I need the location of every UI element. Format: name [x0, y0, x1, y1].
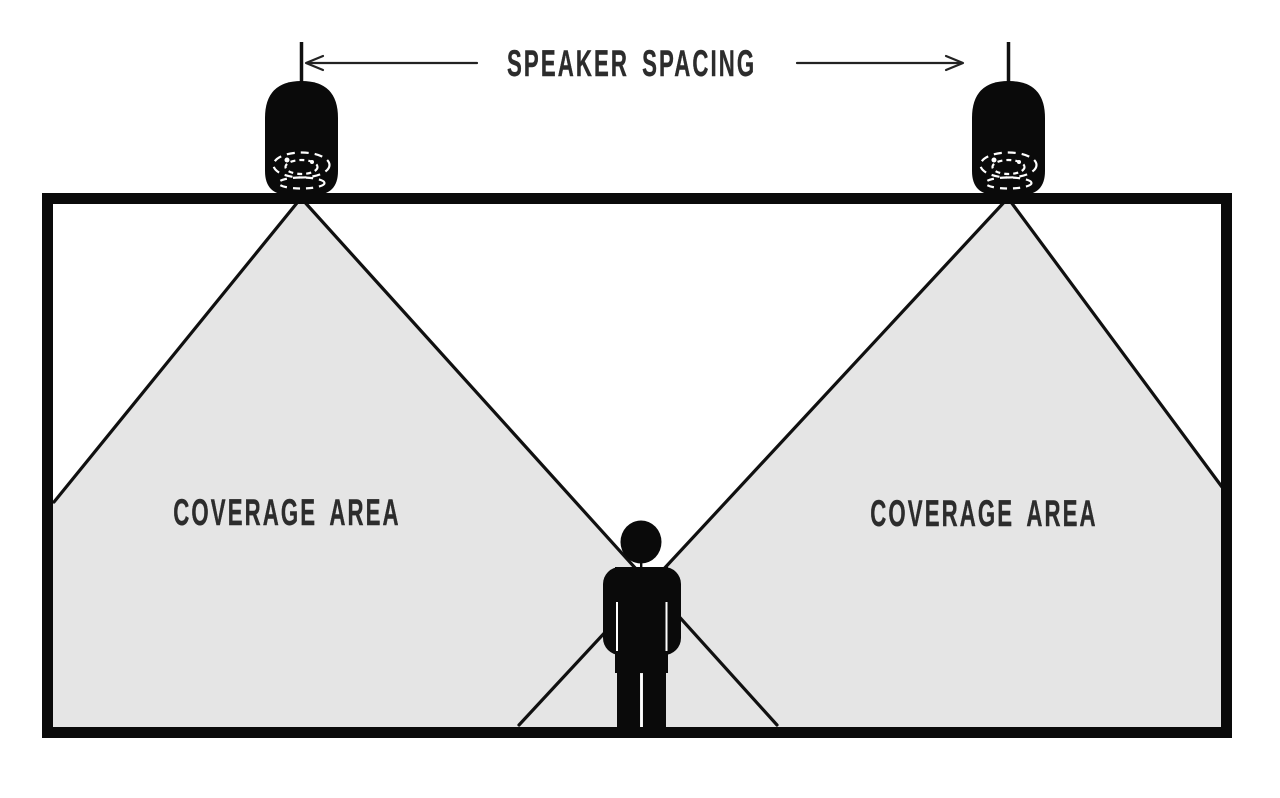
right-speaker-grille: [979, 151, 1038, 190]
left-pendant-speaker-icon: [265, 42, 338, 195]
right-cone-left-edge: [517, 196, 1010, 727]
person-silhouette-icon: [603, 520, 681, 730]
coverage-area-label-right: COVERAGE AREA: [870, 493, 1098, 534]
right-pendant-speaker-icon: [972, 42, 1045, 195]
room-outline: [42, 193, 1232, 738]
left-cone-right-edge: [299, 196, 779, 727]
arrow-left-icon: [304, 54, 479, 72]
coverage-cone-edges: [52, 196, 1224, 727]
left-speaker-grille: [272, 151, 331, 190]
left-cone-left-edge: [52, 196, 303, 504]
arrow-right-icon: [795, 54, 965, 72]
left-coverage-cone: [53, 199, 778, 727]
coverage-cones: [53, 199, 1223, 727]
right-cone-right-edge: [1006, 196, 1224, 489]
right-coverage-cone: [518, 199, 1223, 727]
speaker-spacing-label: SPEAKER SPACING: [507, 43, 757, 84]
coverage-area-label-left: COVERAGE AREA: [173, 492, 401, 533]
